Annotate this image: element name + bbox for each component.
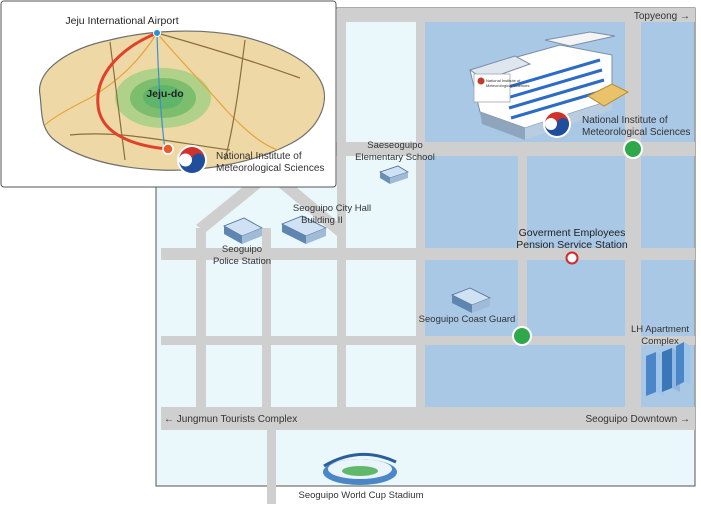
cityhall-building-icon: [281, 215, 327, 244]
police-building-icon: [223, 217, 263, 244]
route-airport-to-institute: [96, 31, 169, 151]
label-cityhall-line1: Seoguipo City Hall: [293, 203, 371, 214]
institute-sign-line2: Meteorological Sciences: [486, 83, 529, 88]
intersection-marker-coastguard: [512, 326, 532, 346]
institute-label-line1: National Institute of: [582, 115, 668, 126]
label-coastguard: Seoguipo Coast Guard: [419, 314, 516, 325]
label-police-line1: Seoguipo: [222, 244, 262, 255]
direction-jungmun: ← Jungmun Tourists Complex: [164, 414, 297, 425]
intersection-marker-north: [623, 139, 643, 159]
inset-airport-label: Jeju International Airport: [65, 15, 178, 27]
school-building-icon: [379, 165, 409, 184]
direction-downtown: Seoguipo Downtown →: [585, 414, 690, 425]
institute-logo-icon: [543, 110, 571, 138]
label-pension-line1: Goverment Employees: [519, 227, 626, 239]
inset-institute-line2: Meteorological Sciences: [216, 163, 324, 174]
label-cityhall-line2: Building II: [301, 215, 343, 226]
institute-label-line2: Meteorological Sciences: [582, 127, 690, 138]
apartment-building-icon: [646, 342, 690, 396]
inset-island-label: Jeju-do: [146, 88, 183, 100]
label-school-line2: Elementary School: [355, 152, 435, 163]
inset-institute-line1: National Institute of: [216, 151, 302, 162]
direction-topyeong: Topyeong →: [634, 11, 690, 22]
stadium-icon: [323, 452, 397, 485]
pension-location-marker: [565, 251, 579, 265]
institute-sign-line1: National Institute of: [486, 78, 521, 83]
roads: [161, 8, 695, 504]
inset-roads: [44, 32, 301, 161]
coastguard-building-icon: [451, 287, 491, 313]
label-lh-line2: Complex: [641, 336, 679, 347]
label-school-line1: Saeseoguipo: [367, 140, 422, 151]
label-stadium: Seoguipo World Cup Stadium: [299, 490, 424, 501]
airport-marker: [153, 29, 161, 37]
city-blocks: [425, 22, 694, 407]
institute-marker: [162, 143, 174, 155]
institute-sign-logo-icon: [477, 77, 485, 85]
jeju-inset-map: Jeju International Airport Jeju-do Natio…: [0, 0, 337, 188]
label-lh-line1: LH Apartment: [631, 324, 689, 335]
label-police-line2: Police Station: [213, 256, 271, 267]
label-pension-line2: Pension Service Station: [516, 239, 628, 251]
hallasan-mountain: [143, 85, 183, 109]
inset-institute-logo-icon: [177, 145, 207, 175]
